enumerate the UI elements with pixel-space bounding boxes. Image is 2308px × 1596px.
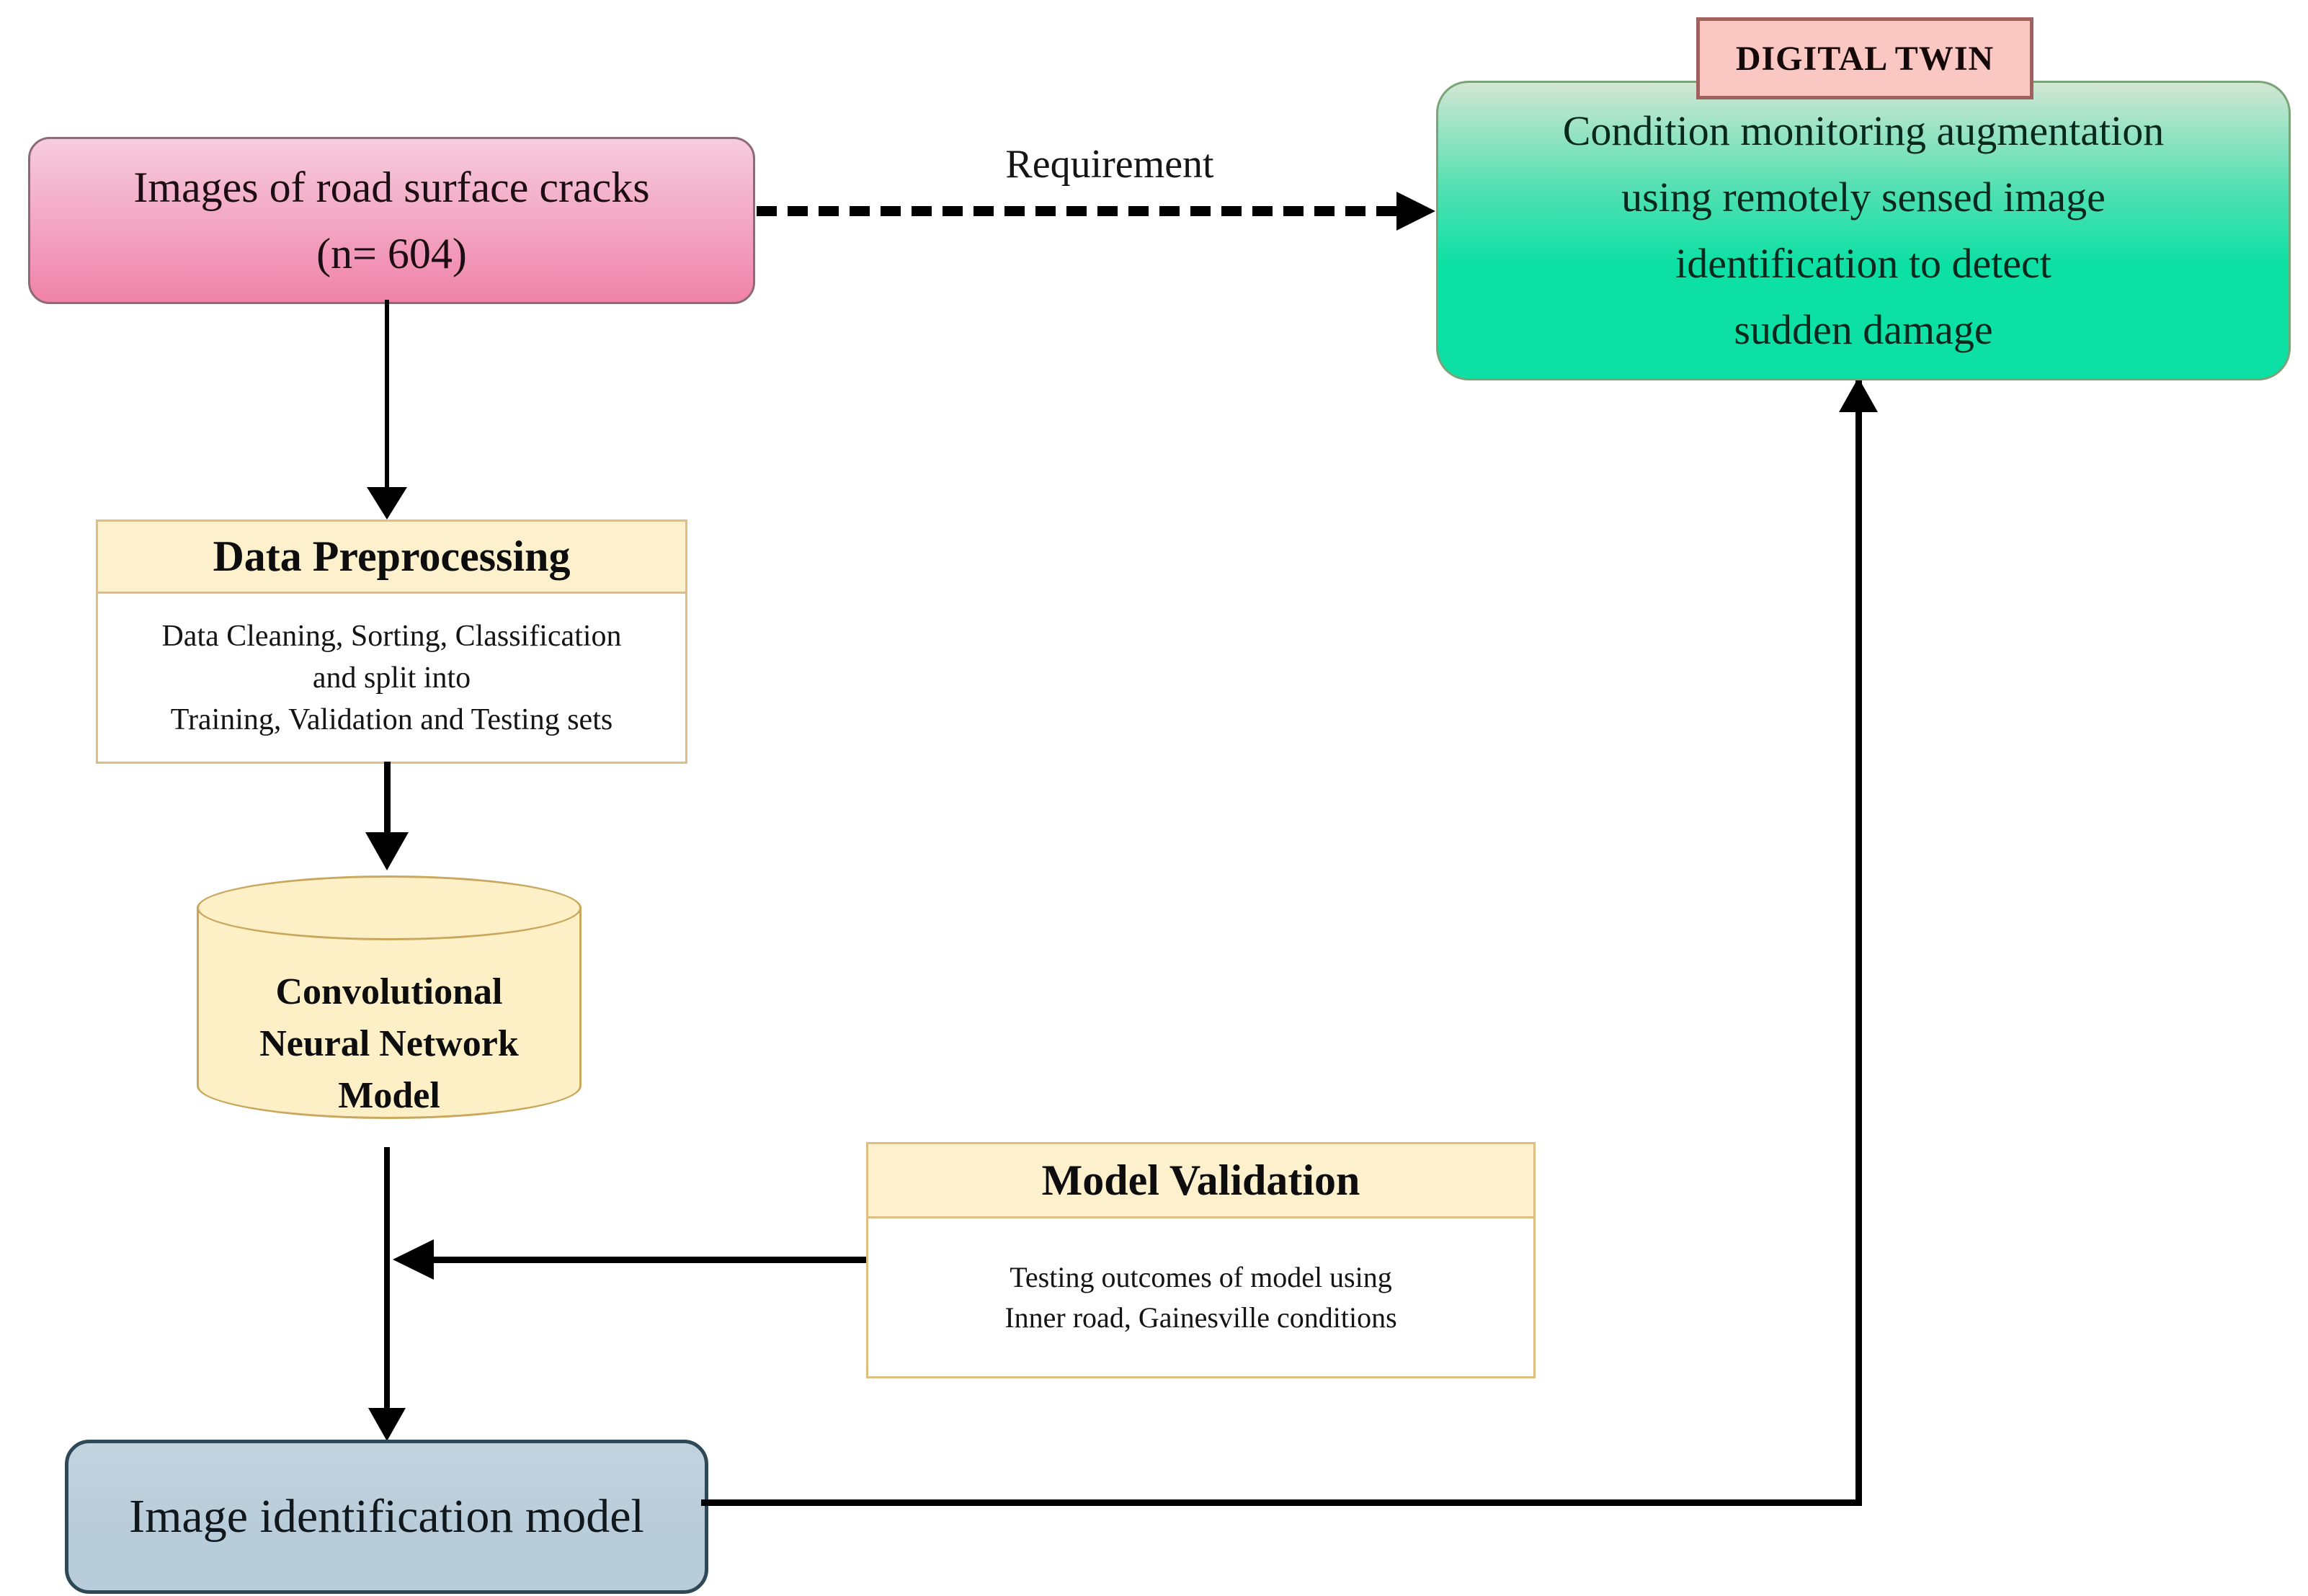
requirement-dashed-line <box>757 206 1396 216</box>
arrowhead-down-icon <box>365 832 409 870</box>
digital-twin-line2: using remotely sensed image <box>1621 174 2106 220</box>
connector-feedback-vertical <box>1855 379 1862 1506</box>
arrowhead-left-icon <box>393 1239 434 1280</box>
connector-validation-to-flow <box>432 1257 866 1263</box>
images-node-line1: Images of road surface cracks <box>133 164 650 211</box>
data-preprocessing-node: Data Preprocessing Data Cleaning, Sortin… <box>96 520 687 764</box>
cnn-model-label: Convolutional Neural Network Model <box>197 966 582 1122</box>
model-validation-line2: Inner road, Gainesville conditions <box>1004 1301 1397 1334</box>
digital-twin-tag: DIGITAL TWIN <box>1696 17 2033 99</box>
model-validation-title: Model Validation <box>868 1144 1533 1218</box>
model-validation-line1: Testing outcomes of model using <box>1010 1260 1392 1293</box>
images-node-line2: (n= 604) <box>316 230 467 277</box>
data-preprocessing-body: Data Cleaning, Sorting, Classification a… <box>98 594 685 762</box>
image-identification-node: Image identification model <box>65 1440 708 1594</box>
requirement-arrowhead-right-icon <box>1396 192 1435 231</box>
connector-cnn-to-identification <box>384 1147 390 1409</box>
image-identification-label: Image identification model <box>129 1490 644 1543</box>
cylinder-body-shape <box>197 906 582 1119</box>
arrowhead-up-icon <box>1839 378 1878 412</box>
digital-twin-line1: Condition monitoring augmentation <box>1562 107 2165 154</box>
cnn-line1: Convolutional <box>275 971 503 1012</box>
cnn-line2: Neural Network <box>259 1023 519 1064</box>
requirement-arrow-label: Requirement <box>1005 142 1214 187</box>
connector-images-to-preprocessing <box>385 300 389 489</box>
data-preprocessing-line1: Data Cleaning, Sorting, Classification <box>161 619 622 653</box>
data-preprocessing-line3: Training, Validation and Testing sets <box>170 703 613 736</box>
data-preprocessing-line2: and split into <box>312 661 471 695</box>
model-validation-body: Testing outcomes of model using Inner ro… <box>868 1218 1533 1376</box>
data-preprocessing-title: Data Preprocessing <box>98 522 685 594</box>
digital-twin-line4: sudden damage <box>1734 306 1993 353</box>
digital-twin-node: Condition monitoring augmentation using … <box>1436 81 2291 380</box>
arrowhead-down-icon <box>367 487 407 520</box>
connector-feedback-horizontal <box>701 1499 1862 1506</box>
model-validation-node: Model Validation Testing outcomes of mod… <box>866 1142 1536 1378</box>
digital-twin-line3: identification to detect <box>1675 240 2051 287</box>
arrowhead-down-icon <box>368 1408 406 1441</box>
connector-preprocessing-to-cnn <box>384 762 391 834</box>
cnn-model-cylinder-node: Convolutional Neural Network Model <box>197 875 582 1149</box>
images-of-road-cracks-node: Images of road surface cracks (n= 604) <box>28 137 755 304</box>
cnn-line3: Model <box>338 1075 440 1116</box>
cylinder-top-ellipse-shape <box>197 875 582 940</box>
